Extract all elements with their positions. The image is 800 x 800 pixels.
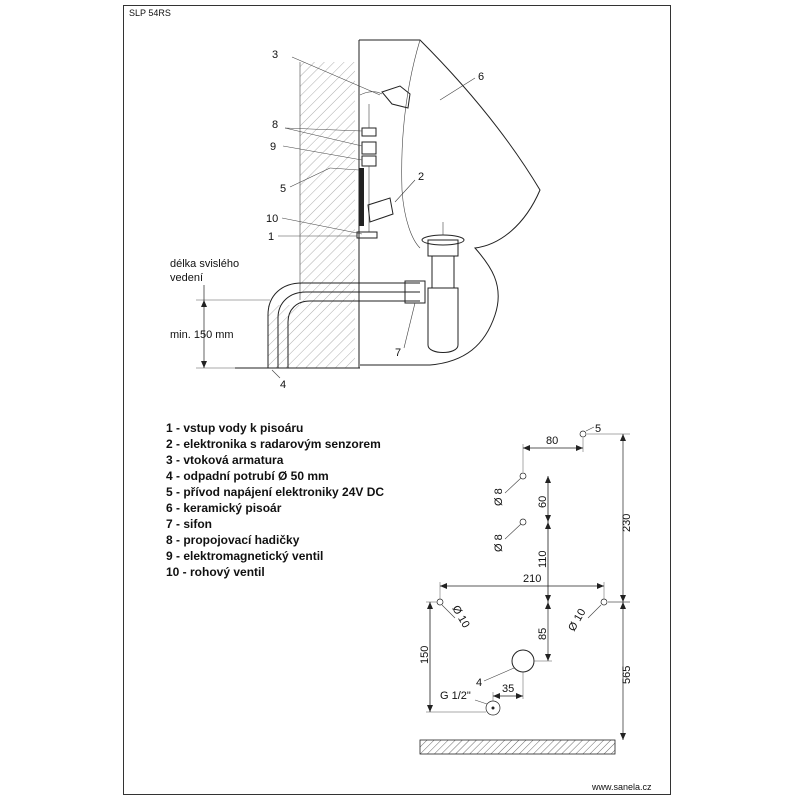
hole-left-label: Ø 10 (449, 604, 471, 631)
legend-item: 4 - odpadní potrubí Ø 50 mm (166, 469, 329, 483)
legend-item: 8 - propojovací hadičky (166, 533, 300, 547)
riser-length-label-line2: vedení (170, 272, 203, 284)
drain-outlet (511, 649, 535, 673)
hole-upper-1 (519, 472, 527, 480)
callout-4: 4 (280, 379, 286, 391)
hole-upper-2-label: Ø 8 (493, 534, 505, 552)
sheet-border (123, 5, 671, 795)
callout-3: 3 (272, 49, 278, 61)
callout-10: 10 (266, 213, 278, 225)
hole-right-label: Ø 10 (566, 607, 588, 634)
dim-60: 60 (537, 496, 549, 508)
legend-item: 3 - vtoková armatura (166, 453, 284, 467)
callout-5: 5 (280, 183, 286, 195)
callout-7: 7 (395, 347, 401, 359)
callout-5-plan: 5 (595, 423, 601, 435)
dim-150: 150 (419, 646, 431, 664)
legend-item: 2 - elektronika s radarovým senzorem (166, 437, 381, 451)
callout-8: 8 (272, 119, 278, 131)
power-inlet-point (579, 430, 587, 438)
dim-80: 80 (546, 435, 558, 447)
hole-upper-2 (519, 518, 527, 526)
dim-110: 110 (537, 550, 549, 568)
dim-210: 210 (523, 573, 541, 585)
website-url: www.sanela.cz (591, 782, 652, 792)
legend-item: 5 - přívod napájení elektroniky 24V DC (166, 485, 384, 499)
dim-35: 35 (502, 683, 514, 695)
callout-6: 6 (478, 71, 484, 83)
floor-hatch (419, 739, 616, 755)
legend-item: 7 - sifon (166, 517, 212, 531)
callout-2: 2 (418, 171, 424, 183)
hole-left (436, 598, 444, 606)
legend-item: 1 - vstup vody k pisoáru (166, 421, 303, 435)
wall-hatch (268, 62, 355, 368)
hole-upper-1-label: Ø 8 (493, 488, 505, 506)
cable-channel (359, 168, 364, 226)
mounting-plan: 80 5 230 60 110 Ø 8 Ø 8 210 Ø 10 Ø 10 (419, 423, 633, 755)
dim-230: 230 (621, 514, 633, 532)
model-code: SLP 54RS (129, 8, 171, 18)
callout-1: 1 (268, 231, 274, 243)
ceramic-urinal-outline (359, 39, 541, 366)
hole-right (600, 598, 608, 606)
legend-item: 9 - elektromagnetický ventil (166, 549, 323, 563)
riser-length-label-line1: délka svislého (170, 258, 239, 270)
legend-item: 10 - rohový ventil (166, 565, 265, 579)
parts-legend: 1 - vstup vody k pisoáru 2 - elektronika… (166, 421, 384, 579)
riser-min-dimension: min. 150 mm (170, 329, 234, 341)
callout-9: 9 (270, 141, 276, 153)
callout-4-plan: 4 (476, 677, 482, 689)
dim-565: 565 (621, 666, 633, 684)
legend-item: 6 - keramický pisoár (166, 501, 282, 515)
thread-label: G 1/2" (440, 690, 471, 702)
side-section-view: 3 6 8 9 5 2 10 1 7 4 délka svislého vede… (170, 39, 541, 391)
dim-85: 85 (537, 628, 549, 640)
